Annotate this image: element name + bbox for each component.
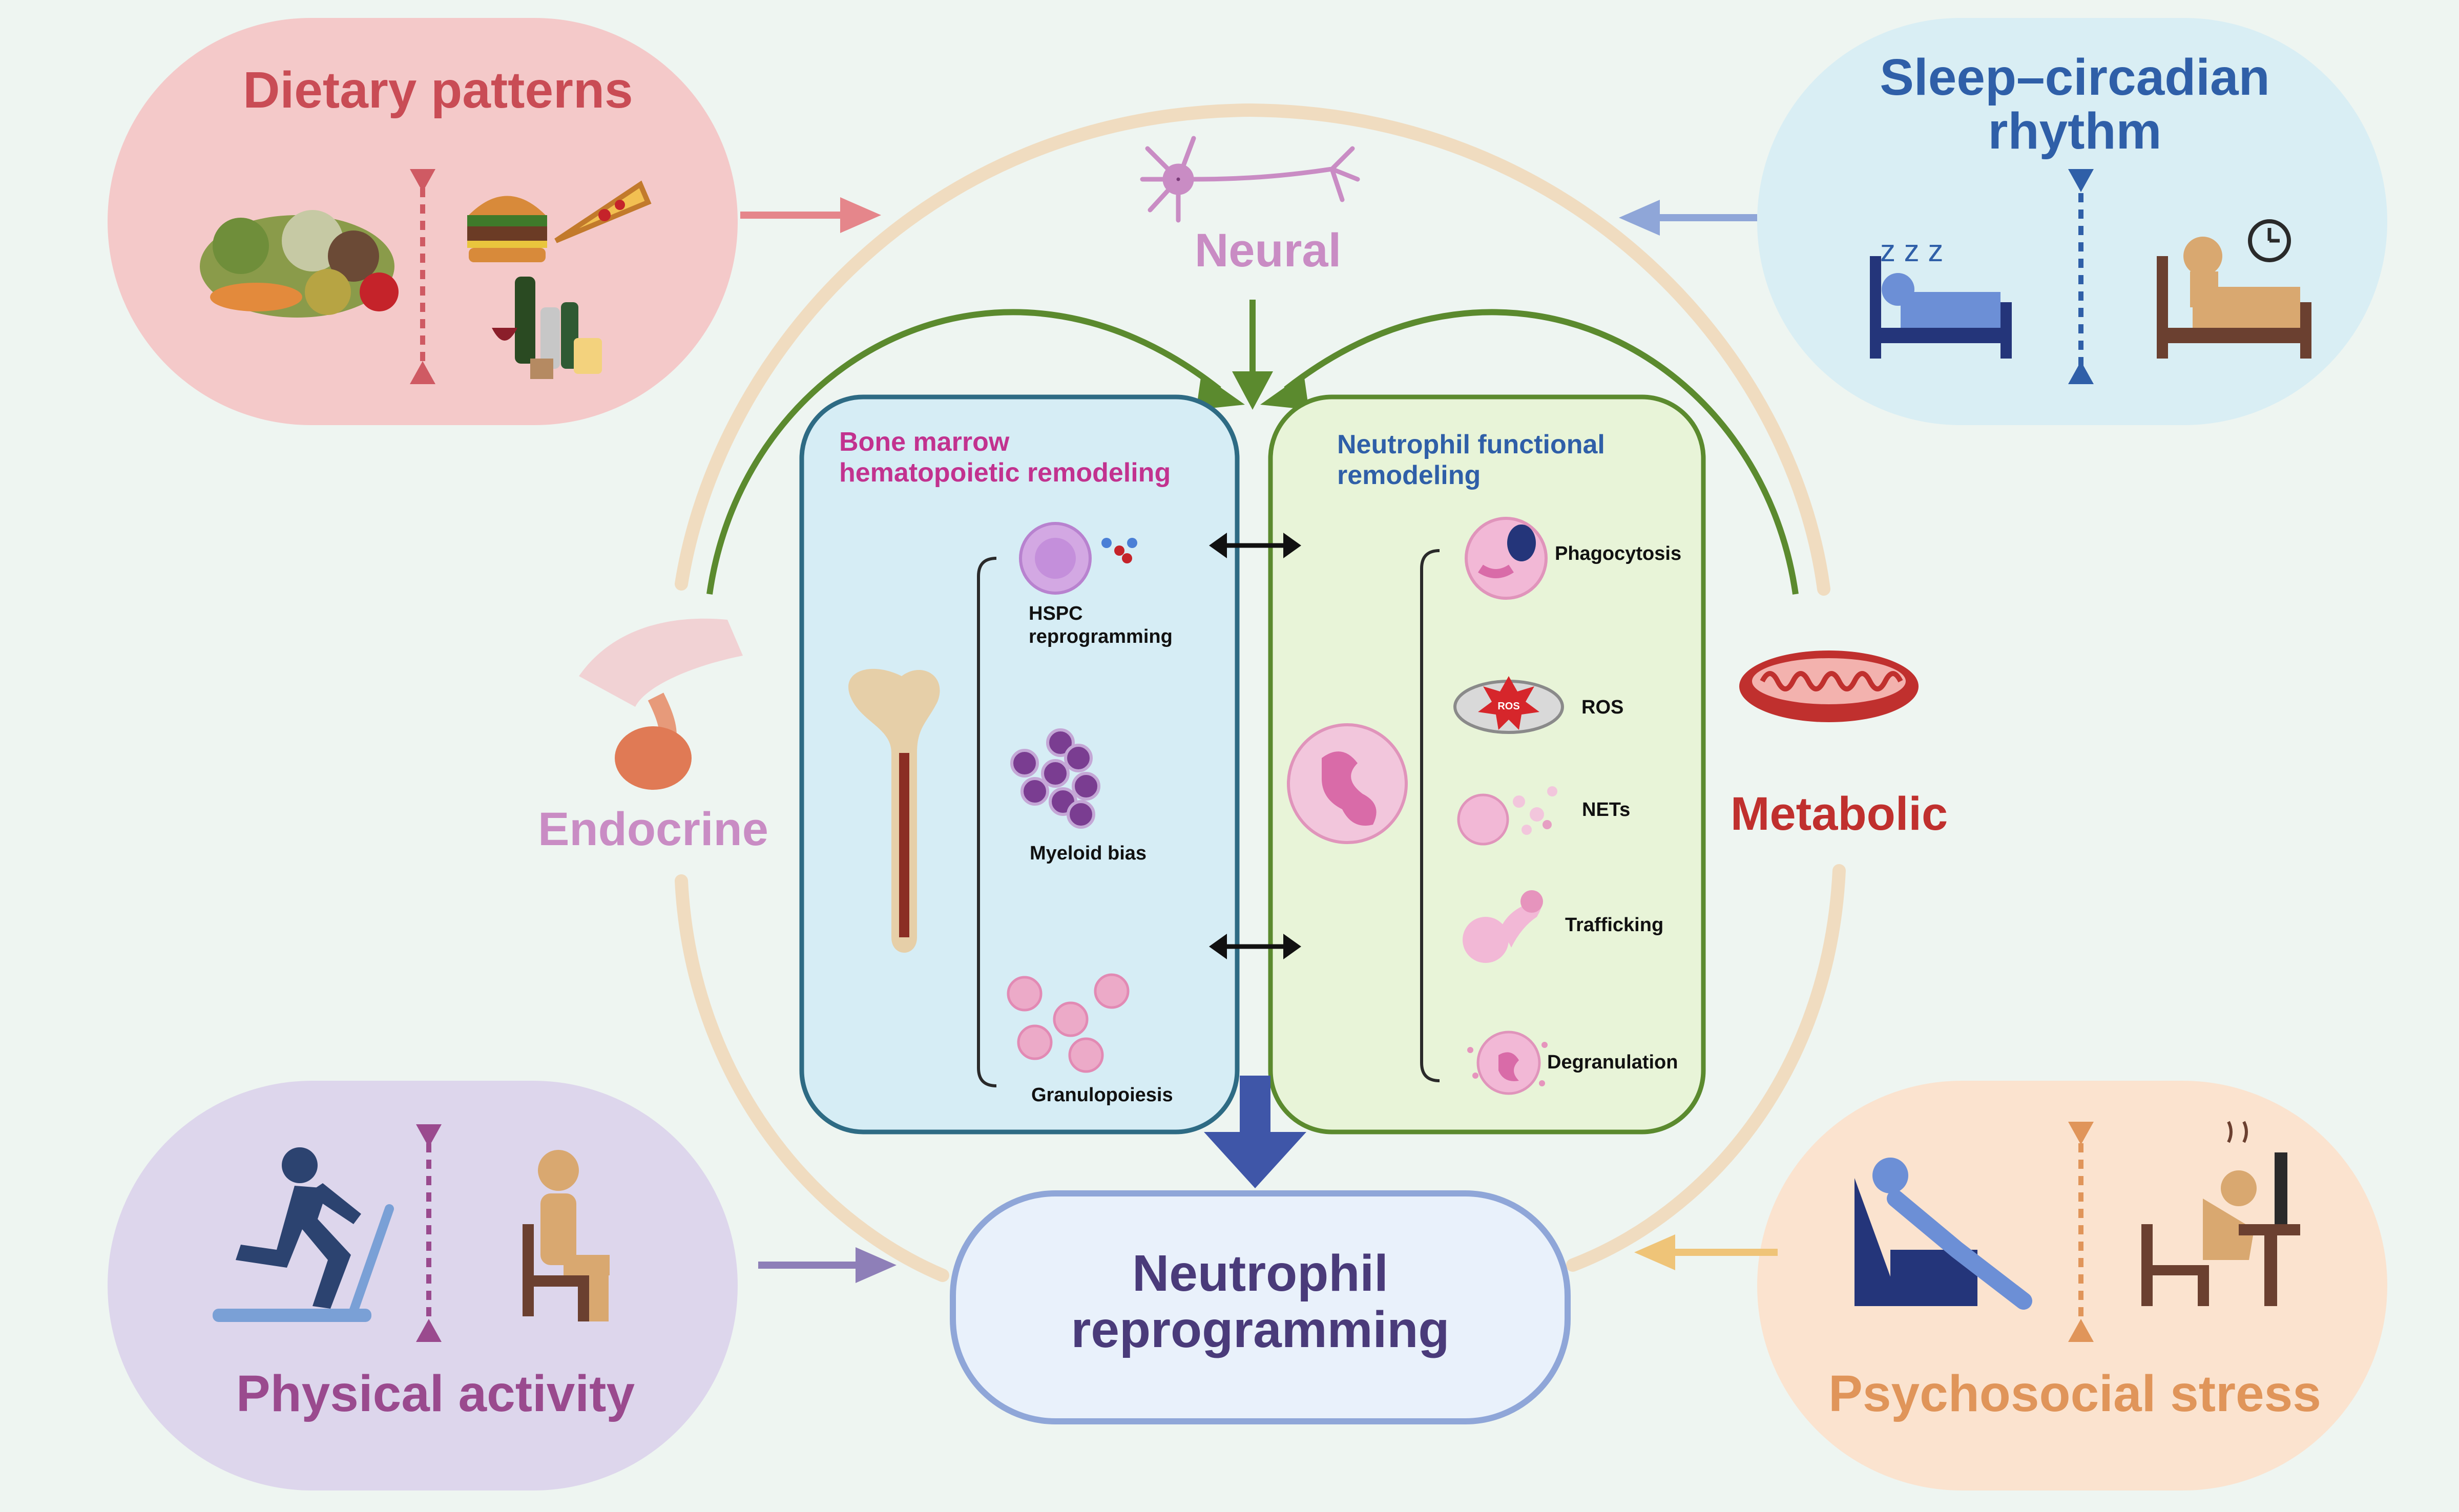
granulocytes-icon (1007, 973, 1130, 1073)
sleep-circadian-label-line1: Sleep–circadian (1880, 49, 2270, 106)
healthy-food-icon (200, 210, 399, 318)
relaxed-armchair-icon (1854, 1158, 2032, 1310)
bidirectional-arrow-bottom (1209, 934, 1301, 959)
neural-label: Neural (1195, 224, 1341, 277)
myeloid-bias-label: Myeloid bias (1030, 843, 1147, 864)
psychosocial-arrow (1634, 1234, 1778, 1270)
myeloid-cells-icon (1010, 728, 1100, 829)
center-label-line2: reprogramming (1071, 1301, 1449, 1358)
ros-label: ROS (1581, 697, 1623, 718)
dietary-arrow (740, 197, 881, 233)
physical-activity-panel: Physical activity (108, 1081, 738, 1490)
down-arrow-to-center (1204, 1076, 1306, 1188)
bone-marrow-panel: Bone marrow hematopoietic remodeling HSP… (799, 394, 1240, 1135)
psychosocial-stress-panel: Psychosocial stress (1757, 1081, 2387, 1490)
phagocytosis-label: Phagocytosis (1555, 543, 1681, 564)
dietary-patterns-panel: Dietary patterns (108, 18, 738, 425)
bidirectional-arrow-top (1209, 533, 1301, 558)
treadmill-runner-icon (213, 1147, 394, 1322)
degranulation-label: Degranulation (1547, 1052, 1678, 1073)
trafficking-label: Trafficking (1565, 914, 1663, 936)
bone-marrow-title-line1: Bone marrow (839, 427, 1010, 457)
phagocytosis-icon (1465, 517, 1548, 600)
neutrophil-function-title-line1: Neutrophil functional (1337, 430, 1605, 459)
psychosocial-stress-label: Psychosocial stress (1828, 1365, 2321, 1422)
svg-text:z z z: z z z (1880, 234, 1943, 268)
neutrophil-reprogramming-box: Neutrophil reprogramming (950, 1190, 1571, 1424)
sleep-circadian-label-line2: rhythm (1988, 102, 2162, 160)
degranulation-icon (1467, 1031, 1548, 1095)
neutrophil-icon (1287, 723, 1408, 844)
sleep-arrow (1619, 200, 1757, 236)
pizza-icon (554, 180, 652, 243)
metabolic-label: Metabolic (1731, 788, 1948, 840)
dietary-patterns-label: Dietary patterns (243, 61, 633, 119)
nets-label: NETs (1582, 799, 1630, 821)
hspc-label-line1: HSPC (1029, 603, 1083, 624)
sleep-circadian-panel: Sleep–circadian rhythm z z z (1757, 18, 2387, 425)
clock-icon (2248, 219, 2291, 262)
burger-icon (467, 196, 547, 262)
outer-ring (675, 103, 1846, 1282)
hspc-label-line2: reprogramming (1029, 626, 1173, 647)
alcohol-icon (492, 277, 602, 379)
sitting-person-icon (523, 1150, 610, 1321)
stressed-worker-icon (2141, 1121, 2300, 1306)
physical-activity-label: Physical activity (236, 1365, 635, 1422)
green-arrows (706, 300, 1799, 595)
center-label-line1: Neutrophil (1132, 1245, 1388, 1302)
neutrophil-bracket (1420, 549, 1440, 1082)
mitochondrion-icon (1739, 650, 1919, 722)
femur-icon (848, 668, 940, 953)
neuron-icon (1140, 136, 1360, 223)
granulopoiesis-label: Granulopoiesis (1031, 1084, 1173, 1106)
neutrophil-function-panel: Neutrophil functional remodeling Phagocy… (1268, 394, 1706, 1135)
bone-marrow-bracket (977, 557, 997, 1087)
neutrophil-function-title-line2: remodeling (1337, 460, 1481, 490)
sleeping-bed-icon: z z z (1870, 234, 2012, 359)
awake-bed-icon (2157, 237, 2311, 359)
ros-icon: ROS (1453, 676, 1564, 734)
endocrine-label: Endocrine (538, 803, 768, 855)
green-arrowheads (1196, 371, 1309, 410)
hspc-icon (1019, 522, 1137, 595)
ros-badge: ROS (1497, 701, 1519, 712)
trafficking-icon (1463, 890, 1543, 963)
nets-icon (1457, 786, 1557, 846)
physical-arrow (758, 1247, 897, 1283)
bone-marrow-title-line2: hematopoietic remodeling (839, 458, 1171, 488)
pituitary-icon (579, 618, 743, 790)
